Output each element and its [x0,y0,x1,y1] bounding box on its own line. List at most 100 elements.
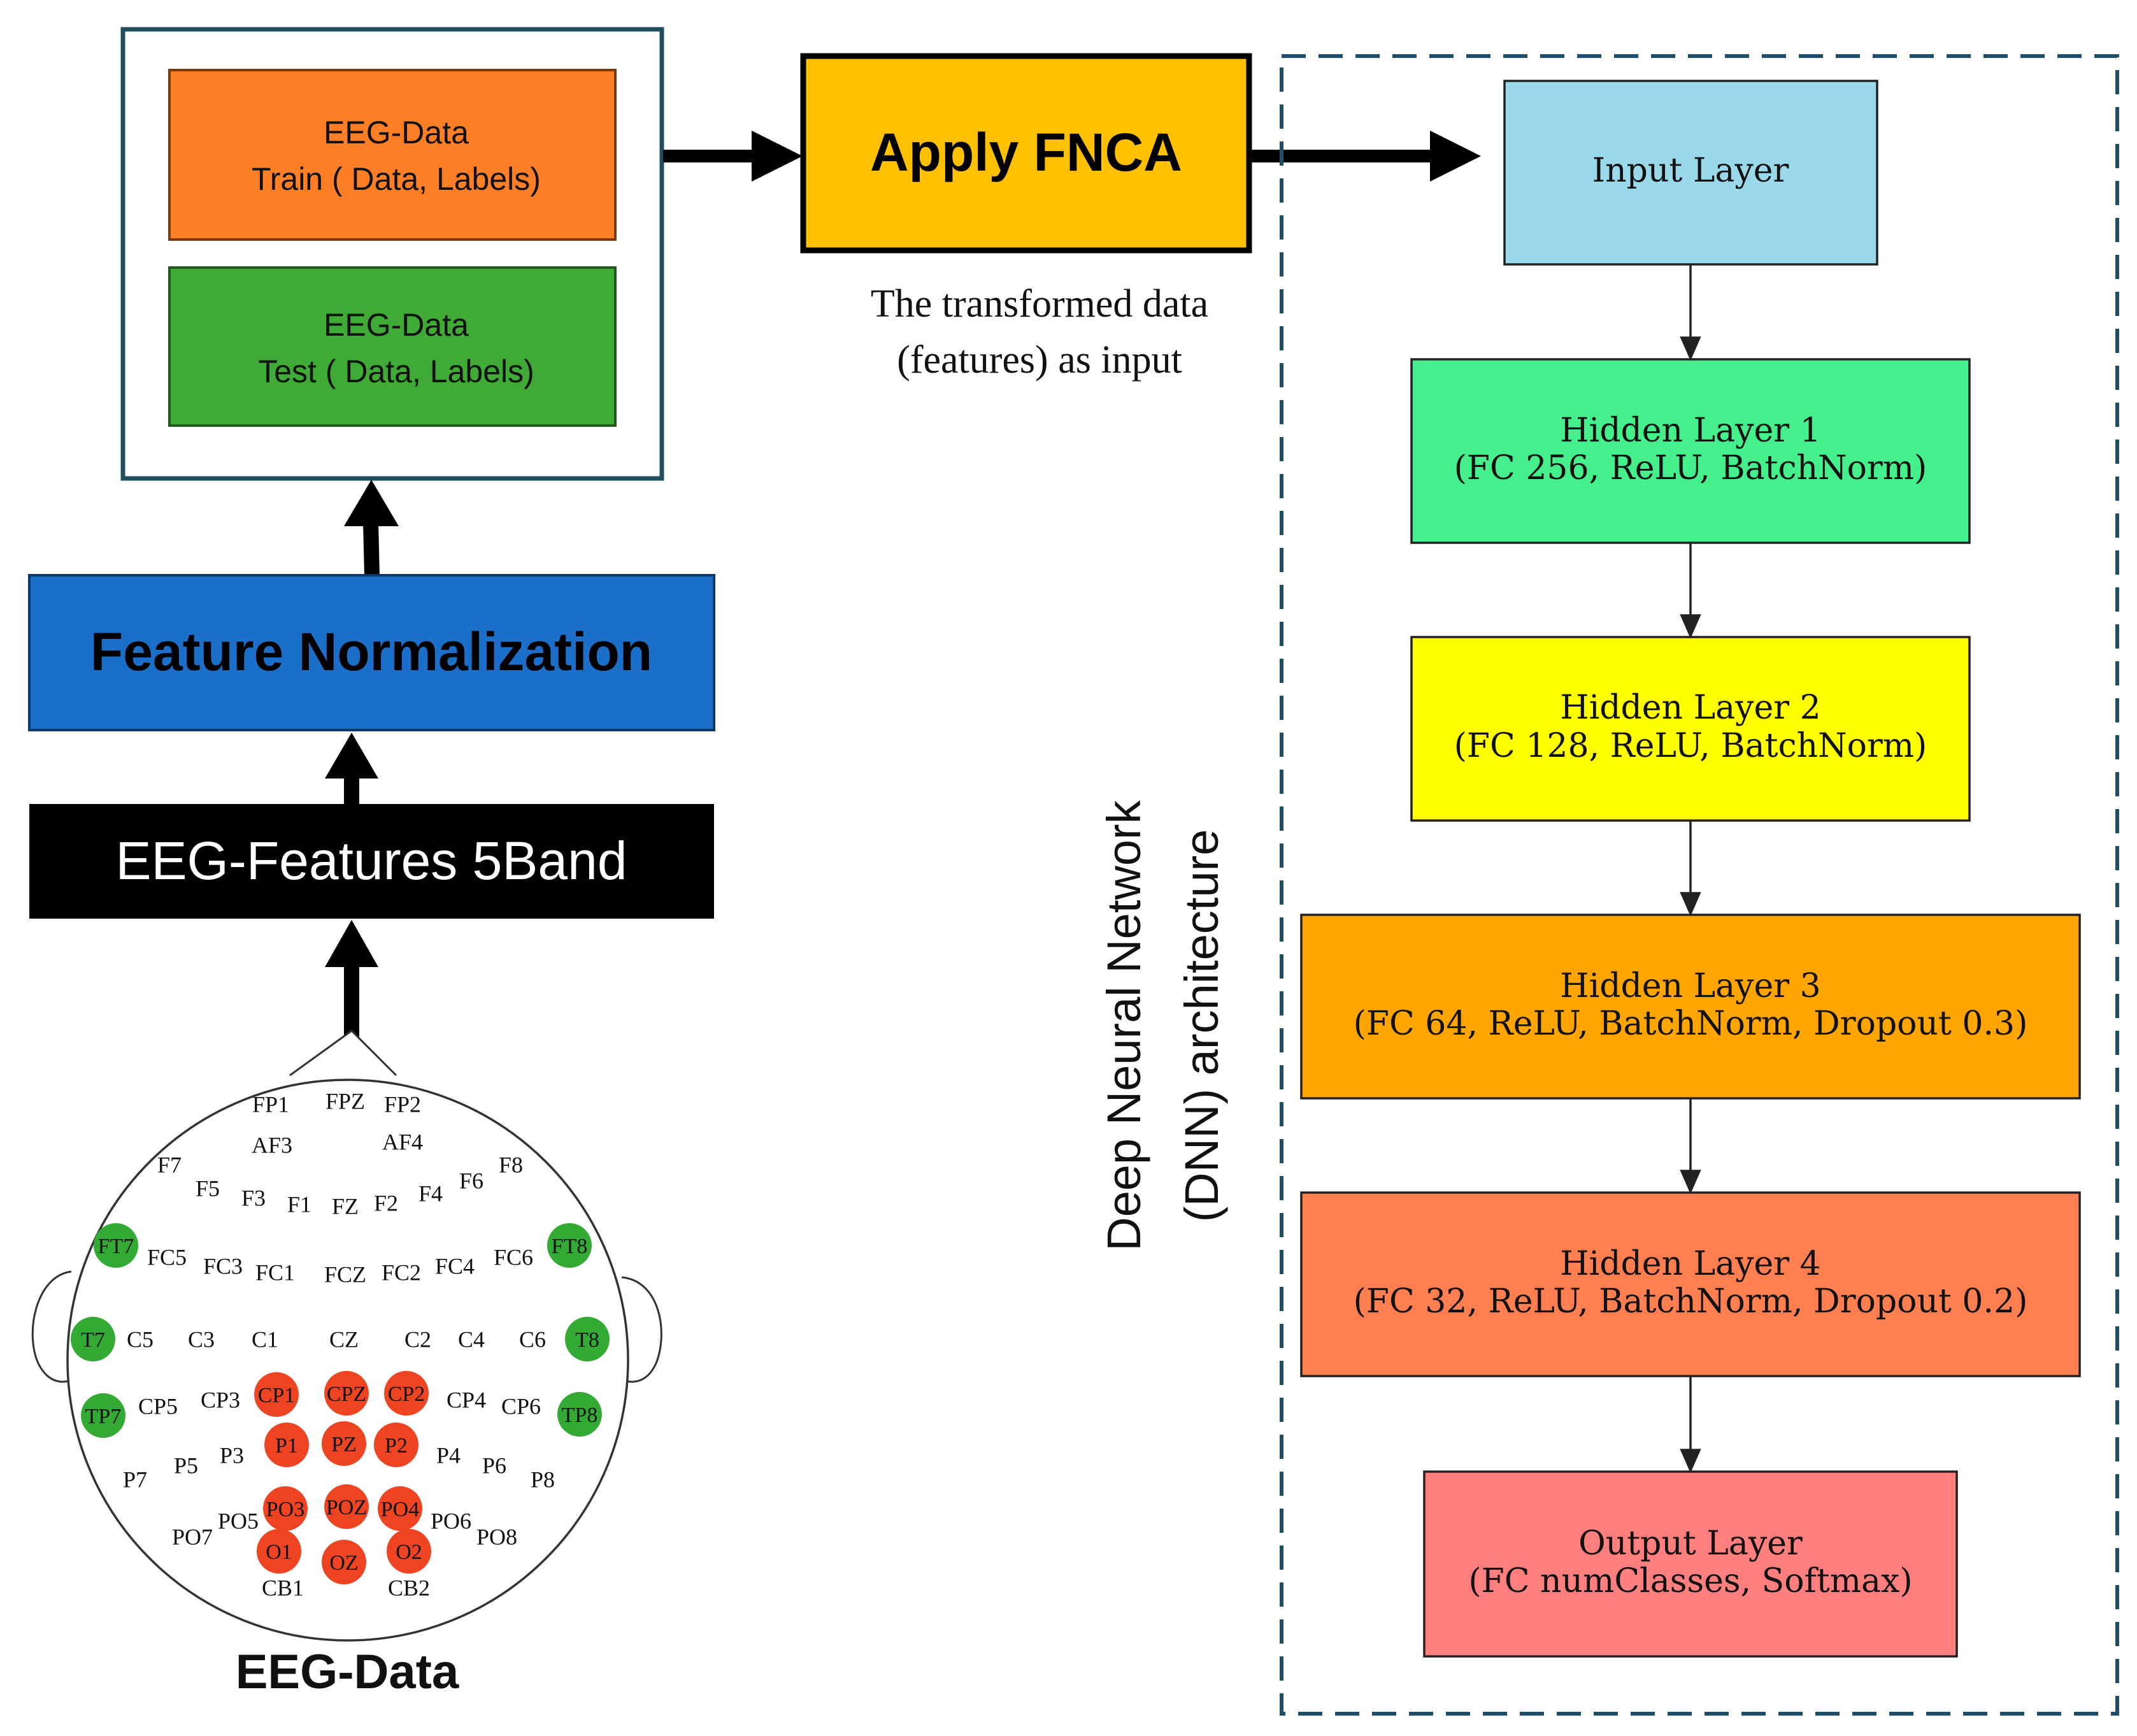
electrode-ft8-marker [547,1223,592,1268]
hidden-layer-1-title: Hidden Layer 1 [1560,412,1821,450]
electrode-po3-label: PO3 [266,1498,304,1521]
electrode-po3-marker [263,1486,308,1531]
dnn-container [1280,54,2119,1716]
electrode-po4-marker [378,1486,422,1531]
electrode-af3-label: AF3 [252,1133,292,1158]
arrow-norm-to-data [344,480,399,576]
electrode-o2-label: O2 [396,1540,422,1564]
head-outline [66,1079,629,1642]
eeg-data-caption: EEG-Data [236,1645,459,1699]
electrode-t7-marker [71,1317,115,1361]
electrode-p1-marker [264,1423,309,1467]
electrode-c5-label: C5 [127,1327,154,1352]
test-data-box: EEG-Data Test ( Data, Labels) [168,266,617,427]
train-box-title: EEG-Data [324,115,469,150]
electrode-c2-label: C2 [404,1327,431,1352]
electrode-cb2-label: CB2 [388,1575,430,1601]
dnn-connector-5-head [1680,1449,1701,1474]
test-box-title: EEG-Data [324,307,469,343]
electrode-fp2-label: FP2 [384,1092,421,1117]
electrode-p5-label: P5 [174,1453,198,1479]
electrode-cp1-label: CP1 [258,1384,296,1407]
electrode-cp5-label: CP5 [138,1394,178,1419]
electrode-ft7-label: FT7 [98,1235,134,1258]
dnn-hidden-layer-4: Hidden Layer 4 (FC 32, ReLU, BatchNorm, … [1300,1191,2081,1377]
electrode-pz-marker [322,1421,366,1466]
dnn-connector-2-head [1680,614,1701,639]
hidden-layer-3-detail: (FC 64, ReLU, BatchNorm, Dropout 0.3) [1354,1005,2028,1043]
electrode-p2-marker [374,1423,418,1467]
electrode-tp7-label: TP7 [85,1405,122,1428]
hidden-layer-1-detail: (FC 256, ReLU, BatchNorm) [1454,449,1927,487]
electrode-c1-label: C1 [252,1327,278,1352]
electrode-f4-label: F4 [418,1181,443,1207]
head-nose [289,1029,397,1077]
electrode-f1-label: F1 [287,1192,311,1217]
electrode-po8-label: PO8 [476,1524,517,1550]
dnn-hidden-layer-3: Hidden Layer 3 (FC 64, ReLU, BatchNorm, … [1300,914,2081,1100]
fnca-label: Apply FNCA [870,122,1182,182]
input-layer-label: Input Layer [1592,152,1789,190]
electrode-fc5-label: FC5 [147,1245,187,1270]
electrode-poz-label: POZ [326,1496,367,1519]
arrow-features-to-norm [325,733,378,804]
electrode-fc6-label: FC6 [494,1245,533,1270]
dnn-side-title-line1: Deep Neural Network [1097,800,1150,1251]
electrode-fpz-label: FPZ [325,1089,365,1114]
electrode-c6-label: C6 [519,1327,546,1352]
electrode-po7-label: PO7 [172,1524,213,1550]
electrode-p3-label: P3 [220,1443,244,1468]
electrode-p6-label: P6 [482,1453,506,1479]
electrode-p4-label: P4 [436,1443,461,1468]
electrode-fc4-label: FC4 [435,1254,475,1279]
electrode-tp8-label: TP8 [562,1403,598,1427]
electrode-af4-label: AF4 [382,1130,423,1155]
electrode-cp2-marker [384,1371,429,1416]
electrode-cz-label: CZ [329,1327,359,1352]
electrode-fc2-label: FC2 [382,1260,421,1286]
dnn-connector-4-head [1680,1170,1701,1194]
electrode-tp8-marker [557,1392,602,1437]
transformed-caption-line2: (features) as input [897,338,1182,382]
electrode-p7-label: P7 [123,1467,147,1493]
dnn-connector-3-head [1680,892,1701,917]
arrow-to-dnn [1250,131,1481,182]
electrode-pz-label: PZ [331,1433,357,1456]
features-label: EEG-Features 5Band [115,831,627,891]
output-layer-title: Output Layer [1578,1524,1803,1563]
transformed-caption-line1: The transformed data [871,282,1208,326]
dnn-hidden-layer-2: Hidden Layer 2 (FC 128, ReLU, BatchNorm) [1410,636,1971,822]
electrode-o1-label: O1 [266,1540,292,1564]
electrode-fc1-label: FC1 [255,1260,295,1286]
electrode-f2-label: F2 [374,1191,398,1216]
electrode-fp1-label: FP1 [252,1092,289,1117]
electrode-oz-label: OZ [329,1551,358,1575]
electrode-cp3-label: CP3 [201,1388,240,1413]
electrode-poz-marker [324,1484,369,1529]
electrode-o2-marker [387,1529,431,1574]
electrode-c4-label: C4 [458,1327,485,1352]
electrode-f7-label: F7 [157,1152,182,1178]
hidden-layer-4-detail: (FC 32, ReLU, BatchNorm, Dropout 0.2) [1354,1282,2028,1321]
output-layer-detail: (FC numClasses, Softmax) [1468,1562,1912,1600]
apply-fnca-box: Apply FNCA [800,53,1252,254]
electrode-t8-label: T8 [575,1328,599,1352]
electrode-po6-label: PO6 [431,1509,471,1534]
electrode-o1-marker [257,1529,301,1574]
electrode-tp7-marker [81,1393,125,1438]
electrode-fz-label: FZ [332,1194,359,1219]
electrode-cb1-label: CB1 [262,1575,304,1601]
electrode-cp2-label: CP2 [388,1382,425,1406]
electrode-po5-label: PO5 [218,1509,259,1534]
electrode-po4-label: PO4 [381,1498,419,1521]
head-left-ear [31,1270,79,1383]
electrode-cp1-marker [254,1372,299,1417]
electrode-f5-label: F5 [196,1176,220,1202]
electrode-p8-label: P8 [531,1467,555,1493]
electrode-cp6-label: CP6 [501,1394,541,1419]
train-box-subtitle: Train ( Data, Labels) [252,161,541,197]
feature-normalization-box: Feature Normalization [28,574,715,731]
dnn-input-layer: Input Layer [1503,80,1878,266]
